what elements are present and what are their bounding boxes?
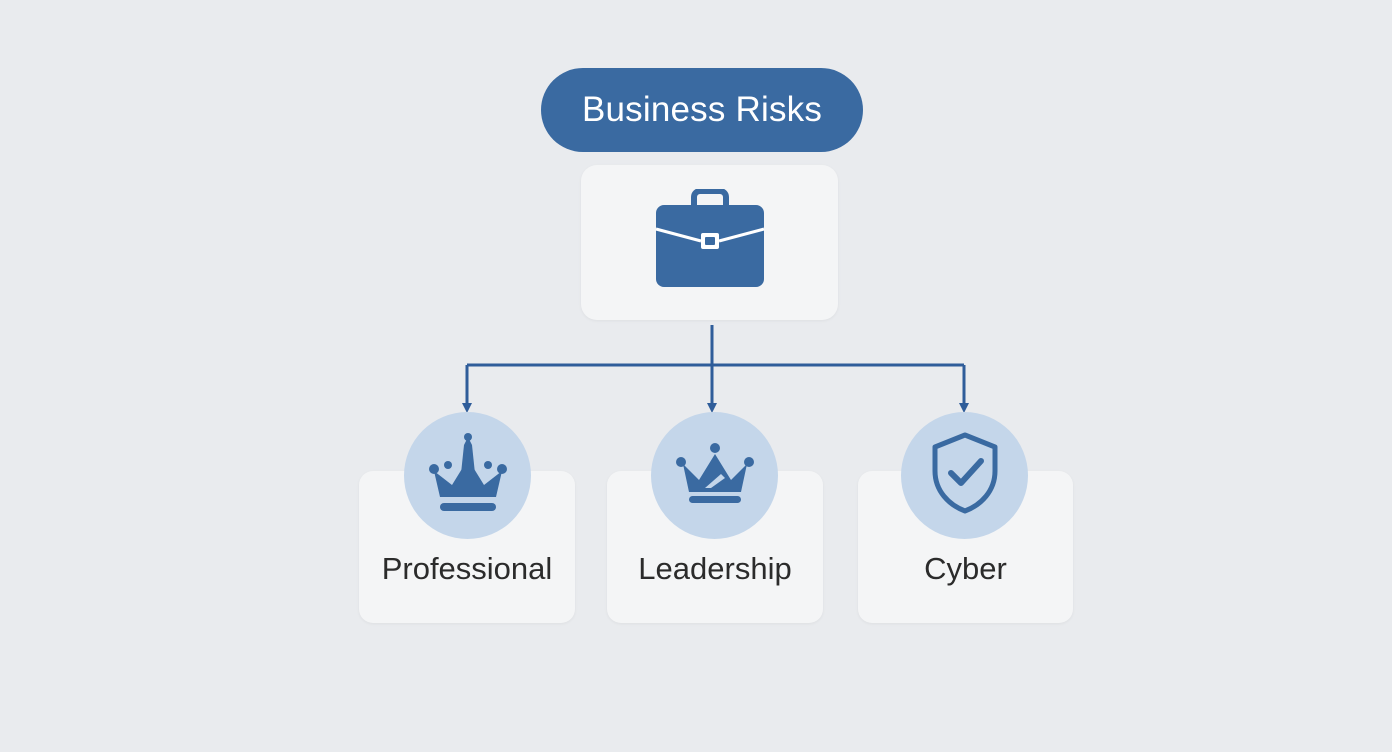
child-node-professional: Professional: [359, 471, 575, 623]
icon-circle-professional: [404, 412, 531, 539]
child-label-professional: Professional: [381, 551, 553, 586]
icon-circle-cyber: [901, 412, 1028, 539]
briefcase-icon: [654, 188, 766, 296]
shield-check-icon: [929, 431, 1001, 520]
icon-circle-leadership: [651, 412, 778, 539]
root-title-text: Business Risks: [581, 90, 823, 129]
crown-icon: [675, 440, 755, 511]
root-title: Business Risks: [541, 68, 863, 152]
root-node: [581, 165, 838, 320]
child-label-leadership: Leadership: [638, 551, 792, 586]
child-label-cyber: Cyber: [924, 551, 1007, 586]
crown-icon: [428, 431, 508, 520]
